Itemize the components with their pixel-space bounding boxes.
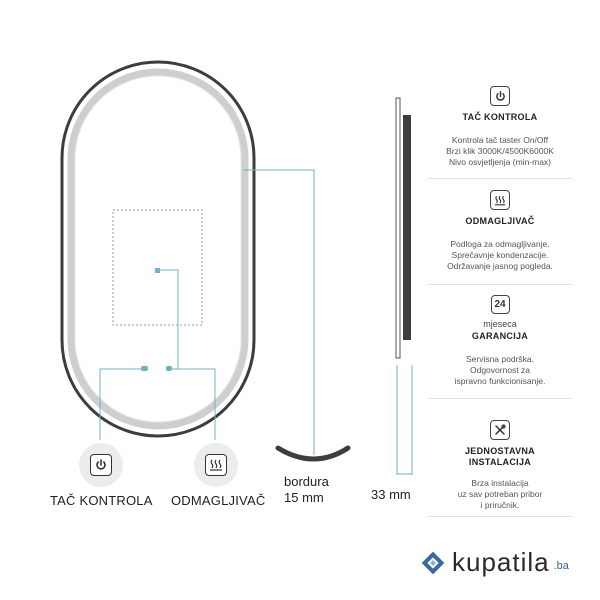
feature-line: ispravno funkcionisanje. (454, 376, 546, 386)
feature-title-line: JEDNOSTAVNA (465, 446, 535, 456)
feature-line: Sprečavnje kondenzacije. (451, 250, 549, 260)
touch-control-icon-circle (79, 443, 123, 487)
side-profile-glass (395, 97, 401, 359)
feature-line: Odgovornost za (469, 365, 530, 375)
heat-waves-glyph (494, 195, 506, 205)
warranty-badge-icon: 24 (490, 295, 510, 314)
heat-waves-glyph (210, 459, 222, 471)
feature-line: i priručnik. (480, 500, 520, 510)
feature-line: Nivo osvjetljenja (min-max) (448, 157, 552, 167)
feature-subtitle: mjeseca (483, 319, 517, 329)
separator (428, 178, 572, 179)
feature-line: Servisna podrška. (465, 354, 535, 364)
defogger-label: ODMAGLJIVAČ (171, 493, 266, 508)
feature-warranty: 24 mjeseca GARANCIJA Servisna podrška. O… (428, 295, 572, 387)
power-glyph (495, 90, 505, 101)
feature-title: ODMAGLJIVAČ (465, 216, 535, 226)
tools-icon (490, 420, 510, 440)
feature-line: Podloga za odmagljivanje. (450, 239, 550, 249)
feature-installation: JEDNOSTAVNA INSTALACIJA Brza instalacija… (428, 420, 572, 511)
leader-defog (170, 368, 216, 440)
tools-glyph (495, 424, 506, 435)
brand-tld: .ba (553, 559, 569, 572)
feature-title: TAČ KONTROLA (462, 112, 538, 122)
defog-pad-point (155, 268, 160, 273)
feature-title-line: INSTALACIJA (468, 457, 532, 467)
brand-name: kupatila (452, 547, 550, 577)
border-value-text: 15 mm (284, 490, 324, 505)
heat-waves-icon (490, 190, 510, 210)
border-label-text: bordura (284, 474, 329, 489)
power-glyph (96, 459, 106, 470)
feature-title: JEDNOSTAVNA INSTALACIJA (465, 446, 535, 468)
border-label: bordura 15 mm (284, 474, 329, 506)
power-icon (90, 454, 112, 476)
feature-line: Održavanje jasnog pogleda. (447, 261, 553, 271)
leader-border (243, 169, 315, 455)
mirror-inner-glow (67, 68, 249, 430)
mirror-surface (74, 75, 242, 423)
leader-lines (99, 169, 413, 475)
border-arc (275, 445, 351, 462)
defogger-icon-circle (194, 443, 238, 487)
power-icon (490, 86, 510, 106)
depth-label: 33 mm (371, 487, 411, 502)
defog-button-point (166, 366, 172, 371)
leader-touch (99, 368, 144, 440)
feature-description: Brza instalacija uz sav potreban pribor … (458, 478, 543, 511)
feature-line: uz sav potreban pribor (457, 489, 543, 499)
feature-line: Brzi klik 3000K/4500K6000K (446, 146, 554, 156)
feature-defogger: ODMAGLJIVAČ Podloga za odmagljivanje. Sp… (428, 190, 572, 272)
feature-title: GARANCIJA (471, 331, 529, 341)
feature-line: Kontrola tač taster On/Off (451, 135, 549, 145)
feature-touch-control: TAČ KONTROLA Kontrola tač taster On/Off … (428, 86, 572, 168)
brand-logo[interactable]: kupatila .ba (420, 547, 569, 578)
touch-control-label: TAČ KONTROLA (50, 493, 153, 508)
feature-panel: TAČ KONTROLA Kontrola tač taster On/Off … (428, 0, 572, 540)
feature-description: Servisna podrška. Odgovornost za ispravn… (455, 354, 546, 387)
feature-description: Kontrola tač taster On/Off Brzi klik 300… (446, 135, 554, 168)
defog-pad-outline (112, 209, 203, 326)
touch-button-point (141, 366, 148, 371)
feature-description: Podloga za odmagljivanje. Sprečavnje kon… (447, 239, 553, 272)
separator (428, 398, 572, 399)
heat-waves-icon (205, 454, 227, 476)
side-profile-frame (403, 115, 411, 340)
separator (428, 516, 572, 517)
brand-diamond-icon (421, 551, 445, 574)
feature-line: Brza instalacija (471, 478, 529, 488)
leader-pad (158, 269, 179, 369)
separator (428, 284, 572, 285)
